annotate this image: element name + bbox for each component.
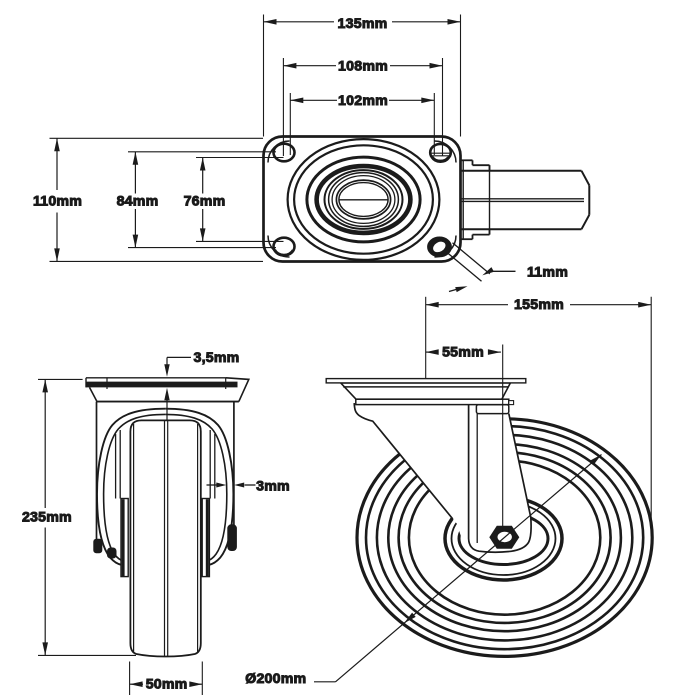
- svg-text:3,5mm: 3,5mm: [194, 350, 240, 366]
- svg-text:11mm: 11mm: [527, 264, 568, 280]
- svg-text:135mm: 135mm: [338, 16, 388, 32]
- svg-text:3mm: 3mm: [256, 478, 290, 494]
- svg-text:84mm: 84mm: [117, 193, 159, 209]
- svg-text:102mm: 102mm: [338, 93, 388, 109]
- svg-text:76mm: 76mm: [184, 193, 226, 209]
- svg-text:Ø200mm: Ø200mm: [245, 671, 306, 687]
- svg-text:55mm: 55mm: [442, 345, 484, 361]
- svg-text:235mm: 235mm: [22, 510, 72, 526]
- svg-text:108mm: 108mm: [338, 58, 388, 74]
- svg-text:50mm: 50mm: [146, 676, 188, 692]
- svg-text:155mm: 155mm: [514, 297, 564, 313]
- svg-text:110mm: 110mm: [33, 193, 82, 209]
